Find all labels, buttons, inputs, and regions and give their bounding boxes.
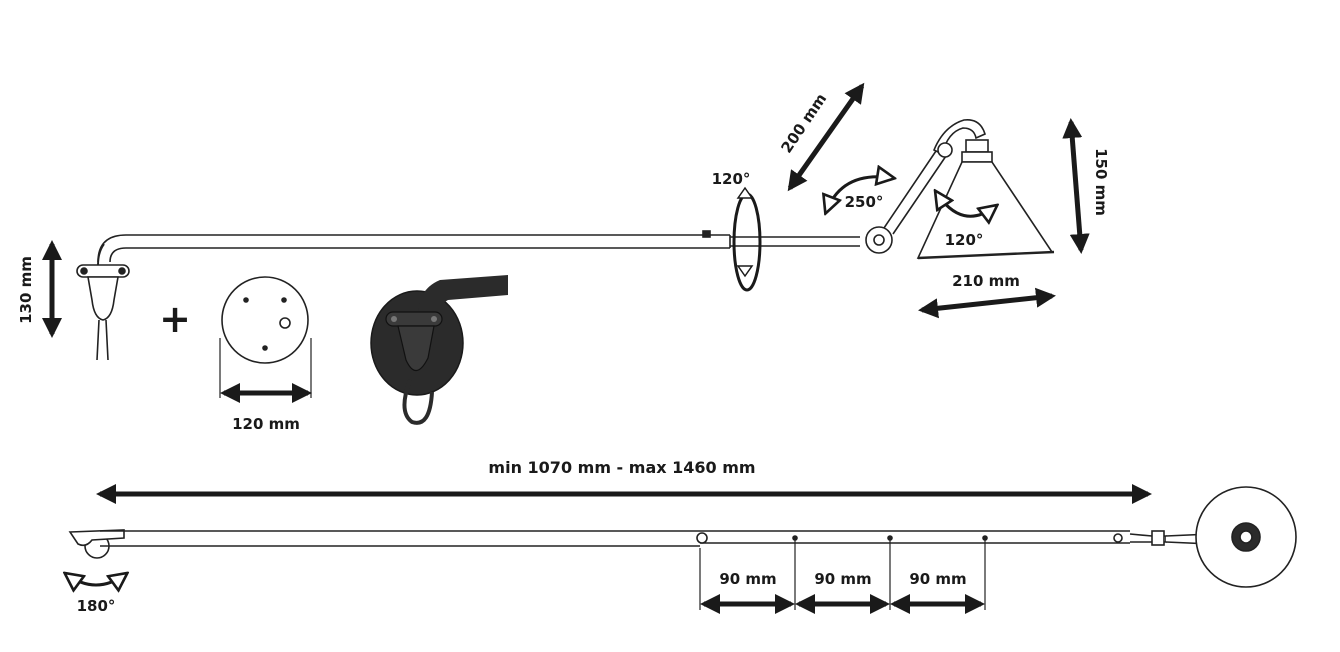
shade-width-arrow — [918, 287, 1056, 319]
arm-segment-arrow — [787, 82, 865, 192]
joint-rotation-label: 250° — [845, 193, 884, 211]
joint-rotation-arrow — [826, 177, 893, 212]
plus-sign: + — [159, 297, 191, 341]
shade-width-label: 210 mm — [952, 272, 1020, 290]
base-swivel-arrow — [66, 574, 126, 585]
rotation-top-label: 120° — [712, 170, 751, 188]
top-view-arm — [100, 530, 1213, 547]
step-3-label: 90 mm — [909, 570, 966, 588]
mounted-plate-illustration — [370, 275, 508, 425]
shade-tilt-label: 120° — [945, 231, 984, 249]
step-2-label: 90 mm — [814, 570, 871, 588]
wall-bracket — [76, 243, 130, 361]
top-view-shade — [1195, 486, 1297, 588]
wall-plate — [219, 276, 312, 398]
top-view-base — [68, 529, 125, 559]
base-height-label: 130 mm — [17, 256, 35, 324]
step-1-label: 90 mm — [719, 570, 776, 588]
plate-diameter-label: 120 mm — [232, 415, 300, 433]
base-swivel-label: 180° — [77, 597, 116, 615]
shade-height-label: 150 mm — [1092, 148, 1110, 216]
shade-tilt-arrow — [936, 192, 996, 216]
rotation-indicator — [732, 186, 762, 292]
shade-height-arrow — [1062, 118, 1090, 254]
main-arm — [97, 230, 860, 263]
total-length-label: min 1070 mm - max 1460 mm — [488, 458, 755, 477]
